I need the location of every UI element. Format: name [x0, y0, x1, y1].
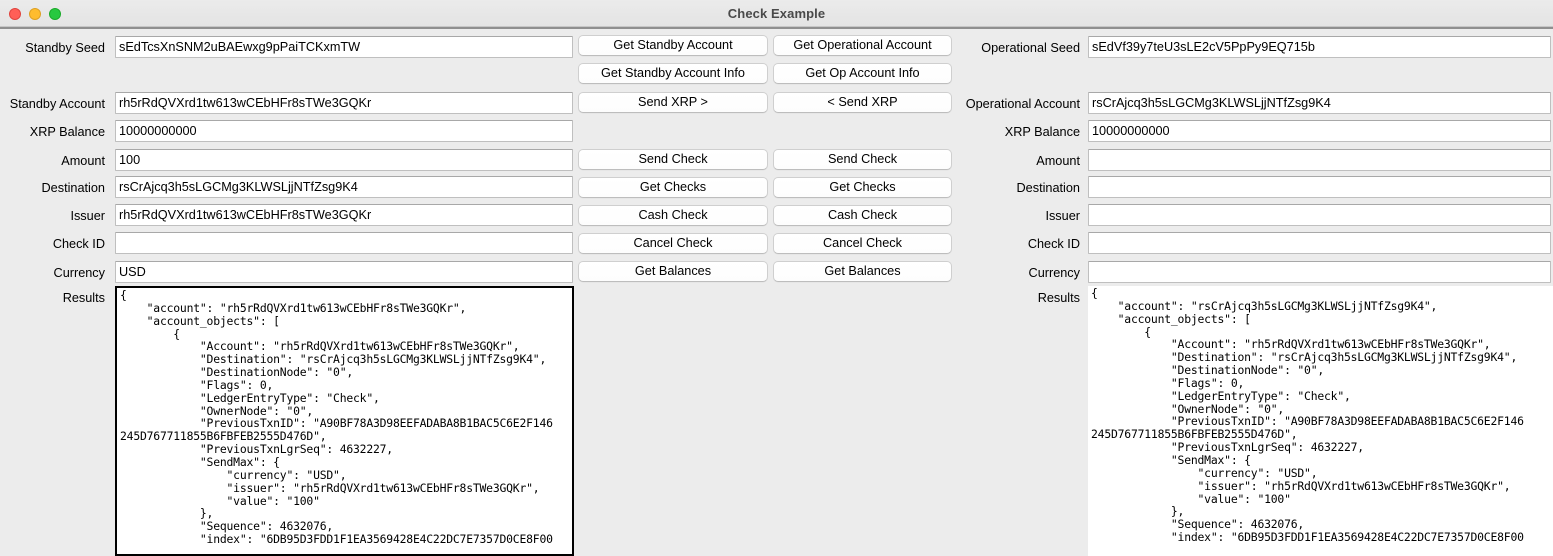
- window-title: Check Example: [727, 5, 826, 21]
- standby-results-textarea[interactable]: { "account": "rh5rRdQVXrd1tw613wCEbHFr8s…: [115, 286, 574, 556]
- standby-issuer-label: Issuer: [70, 209, 105, 223]
- button-get-operational-account[interactable]: Get Operational Account: [773, 35, 952, 56]
- standby-check-id-label: Check ID: [52, 237, 105, 251]
- close-window-icon[interactable]: [9, 8, 21, 20]
- operational-results-textarea[interactable]: { "account": "rsCrAjcq3h5sLGCMg3KLWSLjjN…: [1088, 286, 1553, 556]
- operational-xrp-balance-label: XRP Balance: [1004, 125, 1080, 139]
- operational-account-label: Operational Account: [965, 97, 1080, 111]
- button-send-check-standby[interactable]: Send Check: [578, 149, 768, 170]
- button-send-check-op[interactable]: Send Check: [773, 149, 952, 170]
- button-cash-check-op[interactable]: Cash Check: [773, 205, 952, 226]
- minimize-window-icon[interactable]: [29, 8, 41, 20]
- operational-check-id-label: Check ID: [1027, 237, 1080, 251]
- standby-check-id-input[interactable]: [115, 232, 573, 254]
- button-receive-xrp[interactable]: < Send XRP: [773, 92, 952, 113]
- operational-seed-input[interactable]: [1088, 36, 1551, 58]
- button-get-standby-account[interactable]: Get Standby Account: [578, 35, 768, 56]
- operational-currency-input[interactable]: [1088, 261, 1551, 283]
- operational-destination-input[interactable]: [1088, 176, 1551, 198]
- operational-issuer-label: Issuer: [1045, 209, 1080, 223]
- main-content: Standby Seed Standby Account XRP Balance…: [0, 27, 1553, 556]
- window-titlebar: Check Example: [0, 0, 1553, 27]
- operational-issuer-input[interactable]: [1088, 204, 1551, 226]
- standby-account-label: Standby Account: [9, 97, 105, 111]
- operational-amount-label: Amount: [1036, 154, 1080, 168]
- standby-amount-input[interactable]: [115, 149, 573, 171]
- button-send-xrp[interactable]: Send XRP >: [578, 92, 768, 113]
- button-get-checks-standby[interactable]: Get Checks: [578, 177, 768, 198]
- standby-destination-input[interactable]: [115, 176, 573, 198]
- maximize-window-icon[interactable]: [49, 8, 61, 20]
- standby-issuer-input[interactable]: [115, 204, 573, 226]
- button-get-op-account-info[interactable]: Get Op Account Info: [773, 63, 952, 84]
- button-get-checks-op[interactable]: Get Checks: [773, 177, 952, 198]
- button-cancel-check-standby[interactable]: Cancel Check: [578, 233, 768, 254]
- operational-results-label: Results: [1037, 291, 1080, 305]
- standby-results-label: Results: [62, 291, 105, 305]
- standby-seed-label: Standby Seed: [25, 41, 105, 55]
- standby-destination-label: Destination: [41, 181, 105, 195]
- operational-xrp-balance-input[interactable]: [1088, 120, 1551, 142]
- standby-account-input[interactable]: [115, 92, 573, 114]
- standby-currency-input[interactable]: [115, 261, 573, 283]
- standby-currency-label: Currency: [53, 266, 105, 280]
- standby-xrp-balance-label: XRP Balance: [29, 125, 105, 139]
- operational-amount-input[interactable]: [1088, 149, 1551, 171]
- standby-amount-label: Amount: [61, 154, 105, 168]
- operational-destination-label: Destination: [1016, 181, 1080, 195]
- operational-seed-label: Operational Seed: [981, 41, 1080, 55]
- button-cash-check-standby[interactable]: Cash Check: [578, 205, 768, 226]
- button-cancel-check-op[interactable]: Cancel Check: [773, 233, 952, 254]
- standby-xrp-balance-input[interactable]: [115, 120, 573, 142]
- operational-check-id-input[interactable]: [1088, 232, 1551, 254]
- standby-seed-input[interactable]: [115, 36, 573, 58]
- operational-currency-label: Currency: [1028, 266, 1080, 280]
- window-controls: [9, 8, 61, 20]
- button-get-standby-account-info[interactable]: Get Standby Account Info: [578, 63, 768, 84]
- button-get-balances-op[interactable]: Get Balances: [773, 261, 952, 282]
- button-get-balances-standby[interactable]: Get Balances: [578, 261, 768, 282]
- operational-account-input[interactable]: [1088, 92, 1551, 114]
